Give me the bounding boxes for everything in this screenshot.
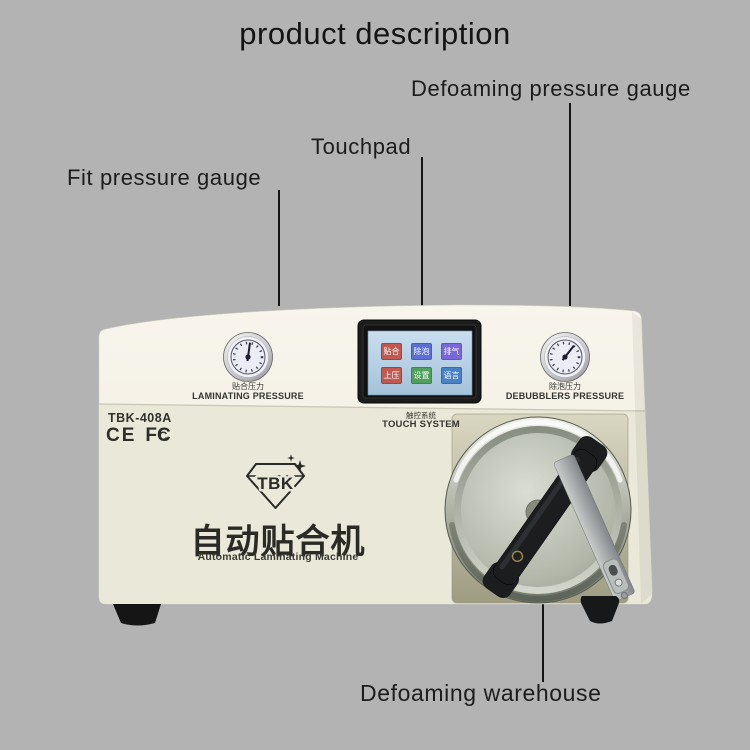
leader-line-touchpad <box>421 157 423 306</box>
chamber-handle <box>482 435 608 599</box>
callout-fit-pressure-gauge: Fit pressure gauge <box>67 165 262 190</box>
certification-marks: CE FCC <box>106 425 171 447</box>
callout-defoaming-warehouse: Defoaming warehouse <box>360 680 602 706</box>
debubblers-pressure-gauge <box>540 332 590 382</box>
callout-defoaming-pressure-gauge: Defoaming pressure gauge <box>411 76 691 101</box>
touchscreen-display <box>367 330 473 396</box>
model-number: TBK-408A <box>108 411 172 425</box>
left-gauge-label: 贴合压力 LAMINATING PRESSURE <box>192 382 304 401</box>
ce-mark: CE <box>106 425 137 446</box>
touchscreen <box>357 319 482 404</box>
right-gauge-label: 除泡压力 DEBUBBLERS PRESSURE <box>505 382 625 401</box>
locking-lever <box>554 454 635 601</box>
tbk-logo-text: TBK <box>257 474 294 493</box>
touch-button-settings: 设置 <box>411 367 432 384</box>
machine-foot-right <box>580 596 620 624</box>
touch-button-laminate: 贴合 <box>381 343 402 360</box>
leader-line-fit-gauge <box>278 190 280 306</box>
right-edge-shade <box>632 312 652 604</box>
panel-seam <box>98 403 646 412</box>
touch-button-pressurize: 上压 <box>381 367 402 384</box>
touch-button-exhaust: 排气 <box>441 343 462 360</box>
fcc-mark: FCC <box>145 425 171 446</box>
leader-line-defoaming-gauge <box>569 103 571 306</box>
touch-button-debubble: 除泡 <box>411 343 432 360</box>
tbk-logo: TBK <box>246 454 306 509</box>
touch-system-label: 触控系统 TOUCH SYSTEM <box>382 411 460 430</box>
touch-button-language: 语言 <box>441 367 462 384</box>
laminating-pressure-gauge <box>223 332 273 382</box>
gauge-ticks <box>549 341 581 373</box>
machine-foot-left <box>113 604 161 626</box>
callout-touchpad: Touchpad <box>311 134 412 159</box>
machine-name-english: Automatic Laminating Machine <box>197 551 359 563</box>
page-title: product description <box>239 16 511 51</box>
leader-line-warehouse <box>542 604 544 682</box>
gauge-ticks <box>232 341 264 373</box>
machine-name-chinese: 自动贴合机 <box>190 523 366 561</box>
